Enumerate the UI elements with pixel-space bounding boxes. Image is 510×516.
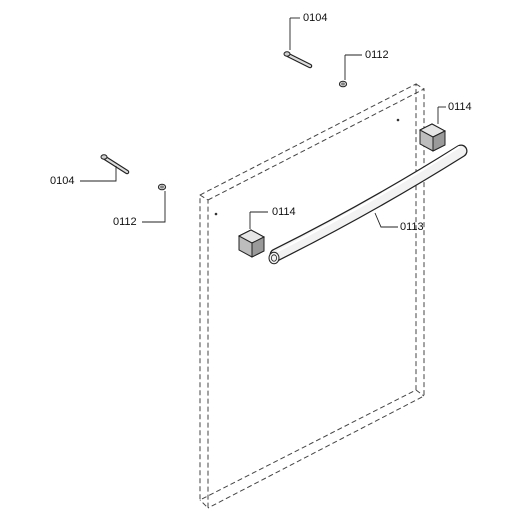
label-end-cap-left: 0114 bbox=[272, 206, 296, 218]
screw-top bbox=[283, 51, 313, 69]
label-handle-bar: 0113 bbox=[400, 221, 424, 233]
label-screw-top: 0104 bbox=[303, 12, 328, 24]
label-screw-left: 0104 bbox=[50, 175, 75, 187]
label-washer-left: 0112 bbox=[113, 216, 137, 228]
handle-bar bbox=[268, 144, 468, 265]
label-end-cap-right: 0114 bbox=[448, 101, 472, 113]
end-cap-right bbox=[418, 123, 447, 152]
label-washer-top: 0112 bbox=[365, 49, 389, 61]
washer-top bbox=[338, 80, 348, 88]
mounting-hole bbox=[396, 118, 400, 122]
door-panel bbox=[199, 83, 425, 510]
leader-lines bbox=[80, 17, 446, 229]
end-cap-left bbox=[237, 229, 266, 258]
washer-left bbox=[157, 183, 167, 191]
mounting-hole bbox=[214, 212, 218, 216]
screw-left bbox=[100, 154, 130, 175]
